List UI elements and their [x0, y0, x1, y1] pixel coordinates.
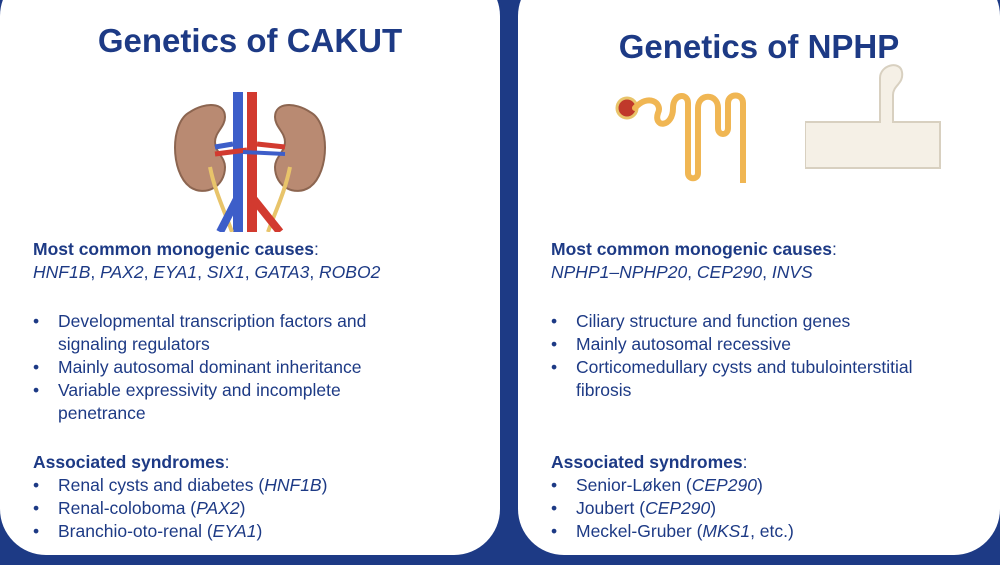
separator: ,: [244, 262, 255, 282]
gene: NPHP1–NPHP20: [551, 262, 688, 282]
syndrome-name: Meckel-Gruber (: [576, 521, 703, 541]
cakut-causes-label: Most common monogenic causes: [33, 239, 315, 259]
syndrome-tail: ): [239, 498, 246, 518]
syndrome-tail: ): [321, 475, 328, 495]
syndrome-name: Senior-Løken (: [576, 475, 692, 495]
list-item: Branchio-oto-renal (EYA1): [33, 520, 327, 543]
colon: :: [832, 239, 837, 259]
separator: ,: [687, 262, 697, 282]
cakut-syndromes: Associated syndromes: Renal cysts and di…: [33, 451, 327, 543]
separator: ,: [143, 262, 154, 282]
list-item: Mainly autosomal dominant inheritance: [33, 356, 433, 379]
list-item: Developmental transcription factors and …: [33, 310, 433, 356]
colon: :: [224, 452, 230, 472]
syndrome-gene: HNF1B: [264, 475, 322, 495]
syndrome-tail: ): [710, 498, 717, 518]
gene: HNF1B: [33, 262, 91, 282]
nphp-syndromes-label: Associated syndromes: [551, 452, 743, 472]
colon: :: [314, 239, 319, 259]
cakut-causes: Most common monogenic causes: HNF1B, PAX…: [33, 238, 380, 284]
cilium-cell-icon: [805, 64, 941, 169]
list-item: Meckel-Gruber (MKS1, etc.): [551, 520, 794, 543]
syndrome-gene: EYA1: [212, 521, 257, 541]
gene: ROBO2: [319, 262, 381, 282]
artery-icon: [247, 92, 257, 232]
list-item: Renal-coloboma (PAX2): [33, 497, 327, 520]
syndrome-gene: PAX2: [196, 498, 240, 518]
list-item: Renal cysts and diabetes (HNF1B): [33, 474, 327, 497]
syndrome-name: Renal cysts and diabetes (: [58, 475, 265, 495]
gene: GATA3: [254, 262, 310, 282]
syndrome-name: Branchio-oto-renal (: [58, 521, 213, 541]
syndrome-gene: CEP290: [691, 475, 757, 495]
kidneys-icon: [174, 92, 326, 232]
syndrome-gene: CEP290: [645, 498, 711, 518]
syndrome-gene: MKS1: [702, 521, 751, 541]
list-item: Senior-Løken (CEP290): [551, 474, 794, 497]
syndrome-tail: ): [256, 521, 263, 541]
nphp-causes-label: Most common monogenic causes: [551, 239, 833, 259]
list-item: Mainly autosomal recessive: [551, 333, 971, 356]
separator: ,: [197, 262, 207, 282]
vein-icon: [233, 92, 243, 232]
nphp-title: Genetics of NPHP: [618, 28, 900, 65]
list-item: Variable expressivity and incomplete pen…: [33, 379, 433, 425]
syndrome-name: Renal-coloboma (: [58, 498, 197, 518]
gene: CEP290: [696, 262, 763, 282]
colon: :: [742, 452, 748, 472]
nphp-genes: NPHP1–NPHP20, CEP290, INVS: [551, 261, 837, 284]
separator: ,: [90, 262, 101, 282]
nphp-bullets: Ciliary structure and function genes Mai…: [551, 310, 971, 402]
cakut-genes: HNF1B, PAX2, EYA1, SIX1, GATA3, ROBO2: [33, 261, 380, 284]
nphp-causes: Most common monogenic causes: NPHP1–NPHP…: [551, 238, 837, 284]
gene: SIX1: [206, 262, 245, 282]
syndrome-tail: , etc.): [750, 521, 794, 541]
list-item: Ciliary structure and function genes: [551, 310, 971, 333]
gene: INVS: [771, 262, 813, 282]
nphp-panel: Genetics of NPHP Most common monogenic c…: [518, 0, 1000, 555]
nephron-icon: [615, 92, 746, 183]
syndrome-name: Joubert (: [576, 498, 646, 518]
gene: PAX2: [100, 262, 144, 282]
cakut-syndromes-label: Associated syndromes: [33, 452, 225, 472]
cakut-title: Genetics of CAKUT: [97, 22, 403, 59]
separator: ,: [309, 262, 320, 282]
cakut-panel: Genetics of CAKUT Most common monogenic …: [0, 0, 500, 555]
separator: ,: [762, 262, 772, 282]
cakut-bullets: Developmental transcription factors and …: [33, 310, 433, 425]
list-item: Corticomedullary cysts and tubulointerst…: [551, 356, 971, 402]
nphp-syndromes: Associated syndromes: Senior-Løken (CEP2…: [551, 451, 794, 543]
list-item: Joubert (CEP290): [551, 497, 794, 520]
syndrome-tail: ): [756, 475, 763, 495]
gene: EYA1: [153, 262, 198, 282]
